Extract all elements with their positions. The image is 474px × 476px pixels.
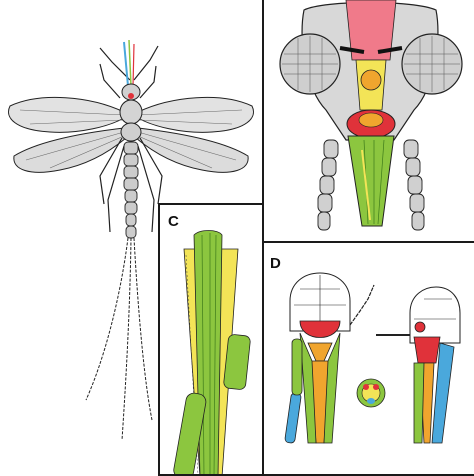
panel-d-label: D: [270, 255, 281, 272]
panel-b: [262, 0, 474, 243]
insect-dorsal-illustration: [8, 39, 254, 441]
panel-d: D: [262, 241, 474, 476]
panel-a: [8, 39, 254, 441]
panel-c: C: [158, 203, 264, 476]
panel-c-label: C: [168, 213, 179, 230]
mouthpart-closeup-illustration: [173, 230, 251, 474]
head-anatomy-illustration: [284, 272, 461, 444]
insect-head-illustration: [279, 0, 463, 231]
